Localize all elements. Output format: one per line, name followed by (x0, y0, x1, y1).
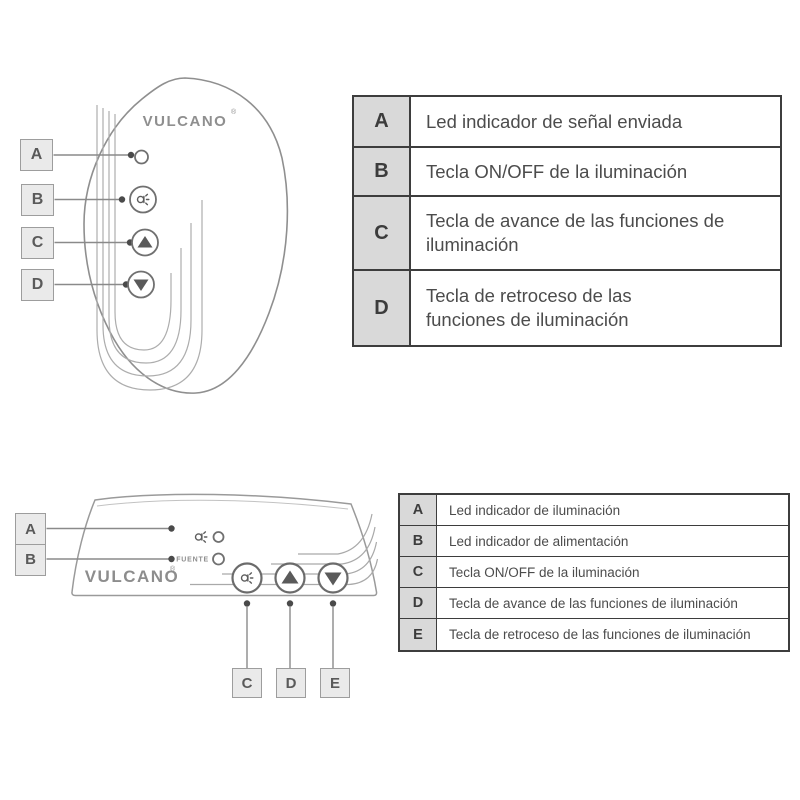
legend-desc-text: Tecla de retroceso de las funciones de i… (449, 627, 751, 642)
legend-key: B (354, 148, 411, 197)
connector-receiver-c (243, 600, 251, 668)
legend-key: B (400, 526, 437, 557)
remote-diagram: VULCANO ® (53, 77, 289, 394)
legend-desc-text: Led indicador de señal enviada (426, 110, 683, 132)
remote-callout-a: A (20, 139, 53, 171)
remote-decor-curves (96, 105, 203, 391)
connector-a (53, 151, 135, 159)
legend-desc-text: Led indicador de iluminación (449, 502, 621, 518)
signal-led (134, 149, 149, 165)
legend-desc: Led indicador de alimentación (437, 526, 788, 557)
remote-brand-text: VULCANO (143, 113, 228, 130)
legend-desc-text: Tecla ON/OFF de la iluminación (426, 160, 688, 182)
legend-key: A (354, 97, 411, 148)
legend-desc-text: Tecla de avance de las funciones de ilum… (449, 595, 738, 611)
legend-desc: Tecla de avance de las funciones de ilum… (411, 197, 780, 271)
legend-key: A (400, 495, 437, 526)
remote-callout-d: D (21, 269, 54, 301)
remote-advance-button (131, 228, 159, 257)
connector-b (54, 196, 126, 203)
receiver-back-button (317, 562, 349, 594)
receiver-top-edge-line (96, 499, 349, 510)
receiver-brand-text: VULCANO (85, 567, 180, 586)
legend-desc-text: Led indicador de alimentación (449, 533, 629, 549)
legend-desc: Tecla ON/OFF de la iluminación (437, 557, 788, 588)
fuente-label: FUENTE (176, 557, 209, 564)
remote-callout-b: B (21, 184, 54, 216)
receiver-callout-b: B (15, 543, 46, 576)
connector-receiver-a (46, 525, 175, 532)
legend-key: D (354, 271, 411, 345)
remote-brand-reg-mark: ® (231, 108, 237, 116)
connector-receiver-d (286, 600, 294, 668)
legend-desc: Tecla ON/OFF de la iluminación (411, 148, 780, 197)
triangle-down-icon (324, 572, 342, 586)
triangle-up-icon (281, 570, 299, 584)
receiver-legend-table: A Led indicador de iluminación B Led ind… (398, 493, 790, 652)
connector-receiver-e (329, 600, 337, 668)
receiver-brand-reg-mark: ® (170, 565, 176, 573)
legend-desc: Led indicador de iluminación (437, 495, 788, 526)
receiver-callout-e: E (320, 668, 350, 698)
receiver-callout-a: A (15, 513, 46, 545)
legend-key: C (354, 197, 411, 271)
connector-receiver-b (46, 555, 175, 563)
remote-light-onoff-button (129, 185, 157, 214)
power-led (212, 552, 225, 566)
receiver-light-onoff-button (231, 562, 263, 594)
legend-key: C (400, 557, 437, 588)
receiver-callout-d: D (276, 668, 306, 698)
legend-key: D (400, 588, 437, 619)
legend-desc: Tecla de avance de las funciones de ilum… (437, 588, 788, 619)
remote-callout-c: C (21, 227, 54, 259)
legend-desc-text: Tecla ON/OFF de la iluminación (449, 564, 640, 580)
receiver-advance-button (274, 562, 306, 594)
receiver-diagram: FUENTE VULCANO ® (46, 493, 379, 668)
legend-key: E (400, 619, 437, 650)
triangle-up-icon (137, 236, 153, 248)
receiver-callout-c: C (232, 668, 262, 698)
legend-desc: Tecla de retroceso de las funciones de i… (437, 619, 788, 650)
triangle-down-icon (133, 279, 149, 291)
illumination-led (212, 531, 225, 543)
legend-desc-text: Tecla de retroceso de las funciones de i… (426, 285, 632, 330)
legend-desc: Tecla de retroceso de las funciones de i… (411, 271, 780, 345)
legend-desc: Led indicador de señal enviada (411, 97, 780, 148)
remote-back-button (127, 270, 155, 299)
remote-legend-table: A Led indicador de señal enviada B Tecla… (352, 95, 782, 347)
legend-desc-text: Tecla de avance de las funciones de ilum… (426, 210, 725, 255)
